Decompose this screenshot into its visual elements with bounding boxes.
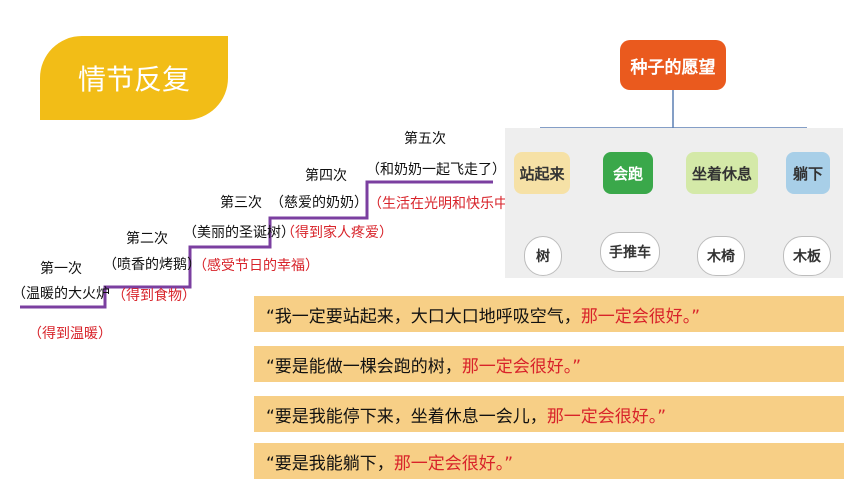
quote-4-main: “要是我能躺下， xyxy=(266,453,394,474)
step-3-result: （感受节日的幸福） xyxy=(193,258,319,274)
step-1-item: （温暖的大火炉 xyxy=(12,286,110,302)
quote-1-tail: 那一定会很好。” xyxy=(580,306,701,327)
quote-2-tail: 那一定会很好。” xyxy=(461,356,582,377)
tree-node-sit-rest: 坐着休息 xyxy=(686,152,758,194)
step-3-label: 第三次 xyxy=(220,195,262,211)
step-4-label: 第四次 xyxy=(305,168,347,184)
quote-3-tail: 那一定会很好。” xyxy=(546,406,667,427)
step-5-result: （生活在光明和快乐中） xyxy=(368,196,522,212)
quote-3: “要是我能停下来，坐着休息一会儿，那一定会很好。” xyxy=(254,396,844,432)
tree-node-run: 会跑 xyxy=(603,152,653,194)
section-title-badge: 情节反复 xyxy=(40,36,228,120)
step-3-item: （美丽的圣诞树） xyxy=(183,225,295,241)
step-1-result: （得到温暖） xyxy=(28,326,112,342)
quote-4: “要是我能躺下，那一定会很好。” xyxy=(254,443,844,479)
tree-root: 种子的愿望 xyxy=(620,40,726,90)
quote-1-main: “我一定要站起来，大口大口地呼吸空气， xyxy=(266,306,581,327)
tree-leaf-plank: 木板 xyxy=(783,236,831,276)
step-5-item: （和奶奶一起飞走了） xyxy=(366,162,506,178)
quote-1: “我一定要站起来，大口大口地呼吸空气，那一定会很好。” xyxy=(254,296,844,332)
tree-node-stand-up: 站起来 xyxy=(514,152,570,194)
tree-leaf-chair: 木椅 xyxy=(697,236,745,276)
quote-2-main: “要是能做一棵会跑的树， xyxy=(266,356,462,377)
section-title: 情节反复 xyxy=(78,63,191,96)
quote-2: “要是能做一棵会跑的树，那一定会很好。” xyxy=(254,346,844,382)
step-4-result: （得到家人疼爱） xyxy=(281,225,393,241)
step-2-item: （喷香的烤鹅） xyxy=(103,257,201,273)
step-4-item: （慈爱的奶奶） xyxy=(270,195,368,211)
staircase-line xyxy=(20,180,493,309)
step-2-label: 第二次 xyxy=(126,231,168,247)
quote-4-tail: 那一定会很好。” xyxy=(393,453,514,474)
quote-3-main: “要是我能停下来，坐着休息一会儿， xyxy=(266,406,547,427)
step-5-label: 第五次 xyxy=(404,131,446,147)
tree-node-lie-down: 躺下 xyxy=(786,152,830,194)
step-2-result: （得到食物） xyxy=(112,288,196,304)
step-1-label: 第一次 xyxy=(40,261,82,277)
tree-leaf-tree: 树 xyxy=(524,236,562,276)
tree-leaf-cart: 手推车 xyxy=(600,232,660,272)
